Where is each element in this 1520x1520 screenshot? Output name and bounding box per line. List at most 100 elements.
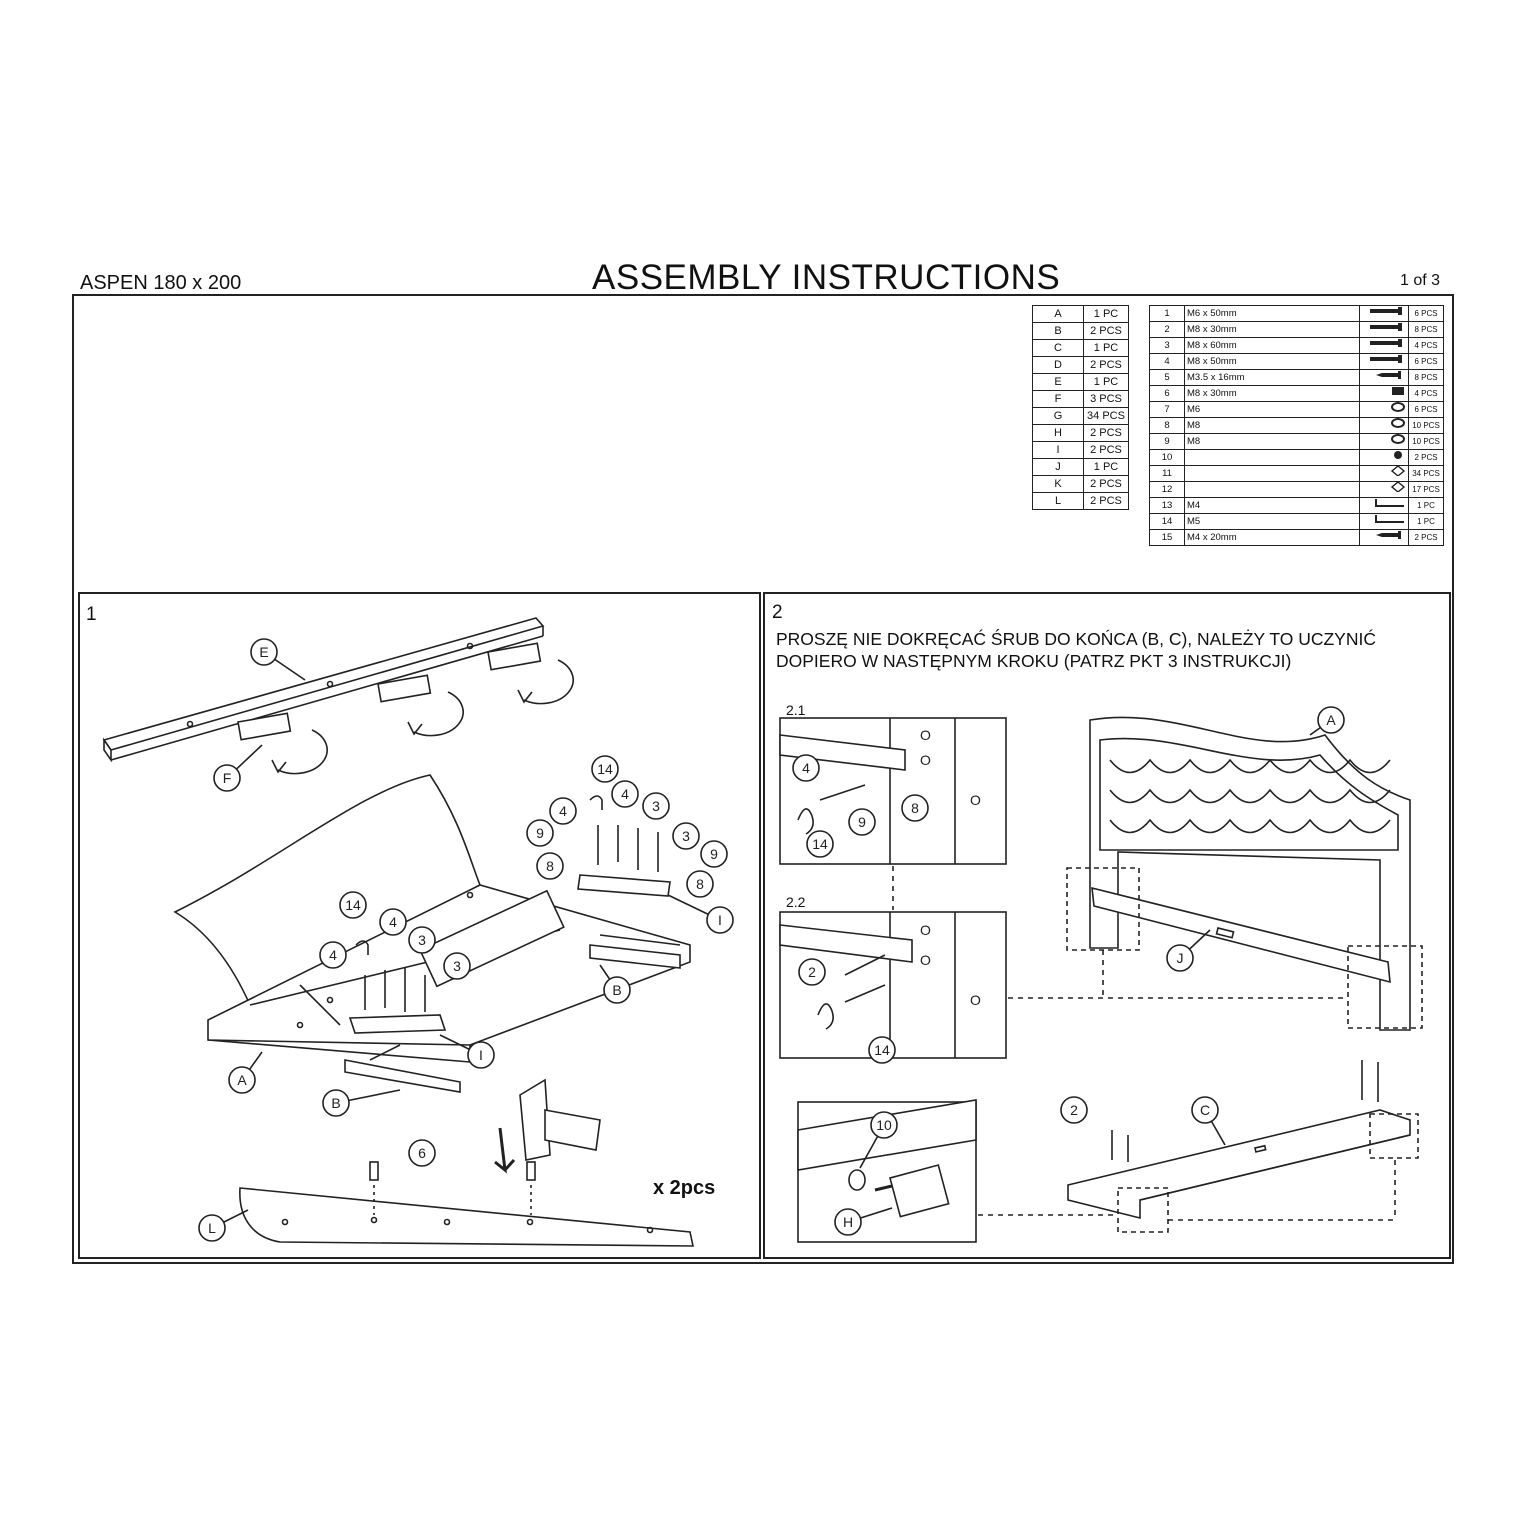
callout-14a: 14 xyxy=(806,830,834,858)
callout-label: 4 xyxy=(329,947,337,963)
callout-3b: 3 xyxy=(443,952,471,980)
part-qty: 2 PCS xyxy=(1083,441,1129,459)
callout-J: J xyxy=(1166,929,1211,972)
callout-label: 14 xyxy=(597,761,613,777)
callout-4: 4 xyxy=(792,754,820,782)
callout-label: 14 xyxy=(345,897,361,913)
detail-2-1-drawing: O O O xyxy=(779,717,1007,865)
callout-label: A xyxy=(1326,712,1336,728)
callout-8b: 8 xyxy=(686,870,714,898)
rail-e-drawing xyxy=(102,617,545,763)
callout-label: 3 xyxy=(682,828,690,844)
hardware-qty: 8 PCS xyxy=(1408,321,1444,338)
callout-label: 9 xyxy=(536,825,544,841)
rail-c-drawing xyxy=(1067,1060,1419,1233)
callout-E: E xyxy=(250,638,306,681)
callout-2a: 2 xyxy=(1060,1096,1088,1124)
step-2-callouts: A J C H 10 2 4 9 8 14 2 14 xyxy=(792,706,1345,1236)
callout-label: H xyxy=(843,1214,853,1230)
callout-label: 8 xyxy=(911,800,919,816)
callout-label: 2 xyxy=(808,964,816,980)
callout-B: B xyxy=(322,1089,401,1117)
bracket-f-drawing xyxy=(237,642,574,775)
document-title: ASSEMBLY INSTRUCTIONS xyxy=(592,258,1061,297)
quantity-multiplier: x 2pcs xyxy=(653,1177,716,1199)
svg-text:O: O xyxy=(970,992,981,1008)
callout-label: 10 xyxy=(876,1117,892,1133)
step-2-warning-note: PROSZĘ NIE DOKRĘCAĆ ŚRUB DO KOŃCA (B, C)… xyxy=(776,628,1446,672)
callout-label: 9 xyxy=(858,814,866,830)
callout-label: L xyxy=(208,1220,216,1236)
part-qty: 2 PCS xyxy=(1083,356,1129,374)
substep-2-1-label: 2.1 xyxy=(786,702,806,718)
callout-9: 9 xyxy=(848,808,876,836)
callout-6: 6 xyxy=(408,1139,436,1167)
substep-2-2-label: 2.2 xyxy=(786,894,806,910)
callout-F: F xyxy=(213,744,263,792)
svg-text:O: O xyxy=(920,952,931,968)
callout-label: B xyxy=(612,982,621,998)
callout-14b: 14 xyxy=(868,1036,896,1064)
callout-4c: 4 xyxy=(549,797,577,825)
part-qty: 2 PCS xyxy=(1083,424,1129,442)
callout-9b: 9 xyxy=(700,840,728,868)
callout-H: H xyxy=(834,1207,893,1236)
step-2-number: 2 xyxy=(772,602,783,623)
block-i-drawing xyxy=(348,874,671,1034)
callout-label: 3 xyxy=(418,932,426,948)
callout-label: 4 xyxy=(621,786,629,802)
svg-text:O: O xyxy=(920,752,931,768)
callout-label: 2 xyxy=(1070,1102,1078,1118)
callout-3c: 3 xyxy=(642,792,670,820)
callout-label: B xyxy=(331,1095,340,1111)
callout-label: 14 xyxy=(874,1042,890,1058)
callout-label: 3 xyxy=(453,958,461,974)
callout-label: 4 xyxy=(802,760,810,776)
callout-4b: 4 xyxy=(319,941,347,969)
callout-label: F xyxy=(223,770,232,786)
page-number: 1 of 3 xyxy=(1400,272,1441,289)
callout-8: 8 xyxy=(901,794,929,822)
callout-3a: 3 xyxy=(408,926,436,954)
callout-label: 4 xyxy=(559,803,567,819)
svg-text:O: O xyxy=(920,922,931,938)
svg-text:O: O xyxy=(920,727,931,743)
dashed-connectors xyxy=(892,866,1396,1221)
callout-3d: 3 xyxy=(672,822,700,850)
hardware-qty: 2 PCS xyxy=(1408,529,1444,546)
callout-4d: 4 xyxy=(611,780,639,808)
callout-label: J xyxy=(1177,950,1184,966)
callout-4a: 4 xyxy=(379,908,407,936)
callout-label: C xyxy=(1200,1102,1210,1118)
callout-B2: B xyxy=(599,964,631,1004)
step-1-panel xyxy=(78,592,761,1259)
callout-14b: 14 xyxy=(591,755,619,783)
part-qty: 34 PCS xyxy=(1083,407,1129,425)
bolts-drawing xyxy=(355,795,659,1012)
part-qty: 2 PCS xyxy=(1083,475,1129,493)
callout-A: A xyxy=(228,1051,263,1094)
callout-A: A xyxy=(1309,706,1345,736)
callout-label: 14 xyxy=(812,836,828,852)
part-qty: 2 PCS xyxy=(1083,322,1129,340)
part-qty: 3 PCS xyxy=(1083,390,1129,408)
callout-label: 4 xyxy=(389,914,397,930)
leg-l-drawing xyxy=(239,1078,694,1247)
callout-label: I xyxy=(479,1047,483,1063)
rail-b-drawing xyxy=(344,934,681,1093)
callout-label: I xyxy=(718,912,722,928)
part-qty: 1 PC xyxy=(1083,305,1129,323)
callout-label: 8 xyxy=(546,858,554,874)
detail-2-2-drawing: O O O xyxy=(779,911,1007,1059)
